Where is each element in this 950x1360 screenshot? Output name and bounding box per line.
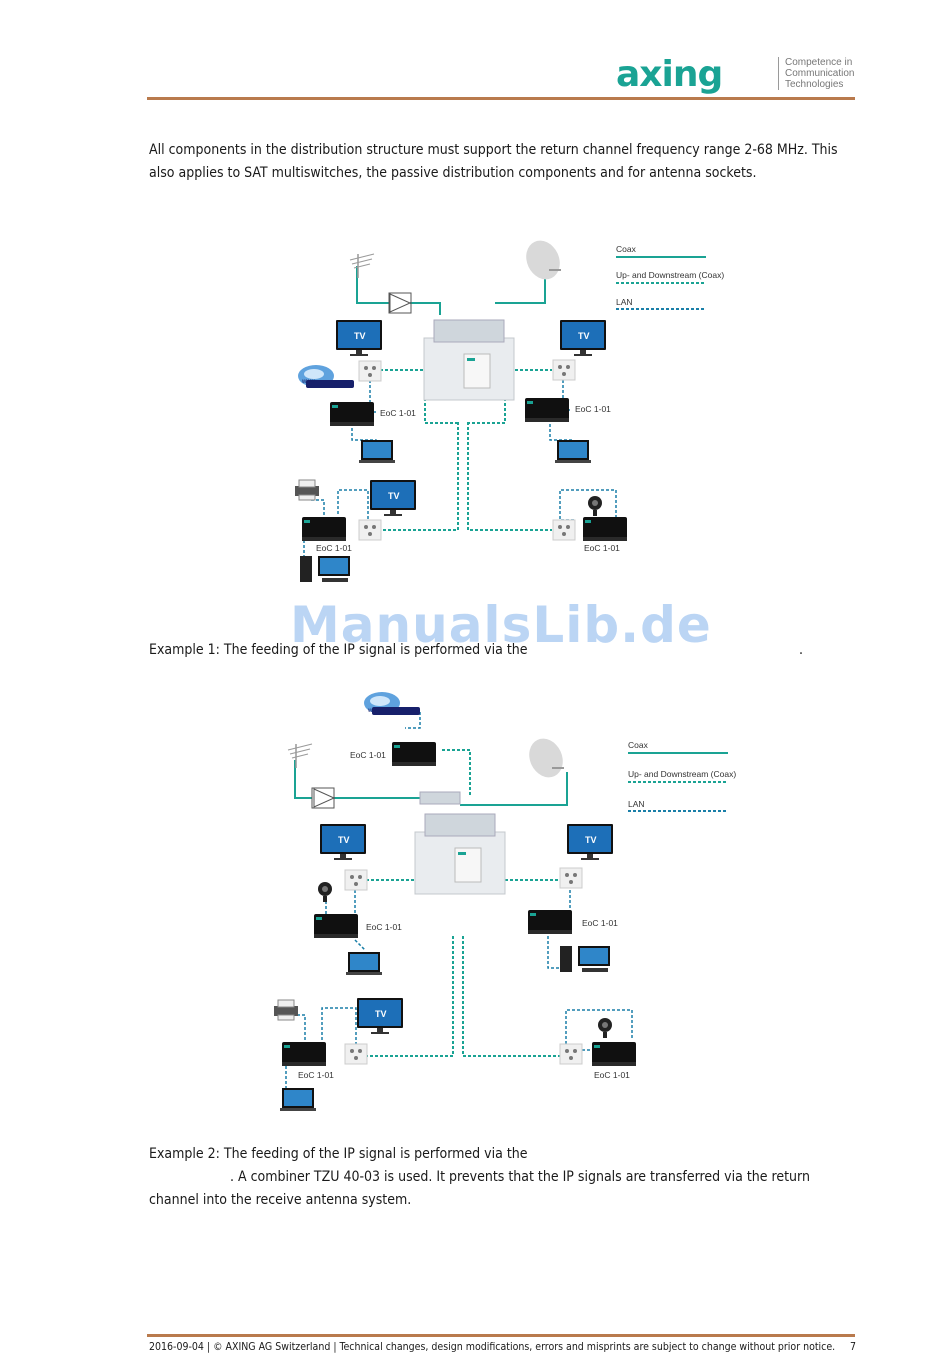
tagline-line-3: Technologies [785, 79, 844, 90]
legend-updown-label: Up- and Downstream (Coax) [628, 769, 736, 779]
legend-updown-label: Up- and Downstream (Coax) [616, 270, 724, 280]
logo-text: axing [616, 56, 722, 95]
footer-text: 2016-09-04 | © AXING AG Switzerland | Te… [149, 1341, 836, 1353]
eoc-label: EoC 1-01 [584, 543, 620, 553]
example-2-caption-line-2: . A combiner TZU 40-03 is used. It preve… [230, 1169, 810, 1185]
www-label: www [301, 379, 316, 385]
legend-1: Coax Up- and Downstream (Coax) LAN [616, 244, 724, 310]
legend-lan-label: LAN [628, 799, 645, 809]
tv-label: TV [585, 835, 597, 845]
example-2-caption-line-1: Example 2: The feeding of the IP signal … [149, 1146, 528, 1162]
intro-paragraph: All components in the distribution struc… [149, 142, 838, 181]
tv-label: TV [578, 331, 590, 341]
example-2-caption-line-3: channel into the receive antenna system. [149, 1192, 412, 1208]
eoc-label: EoC 1-01 [575, 404, 611, 414]
tv-label: TV [388, 491, 400, 501]
watermark: ManualsLib.de [290, 596, 712, 654]
tv-label: TV [375, 1009, 387, 1019]
tagline-line-2: Communication [785, 68, 855, 79]
tv-label: TV [354, 331, 366, 341]
logo-tagline: Competence in Communication Technologies [778, 57, 865, 90]
eoc-label: EoC 1-01 [380, 408, 416, 418]
axing-logo: axing [616, 56, 723, 95]
eoc-label: EoC 1-01 [366, 922, 402, 932]
eoc-label: EoC 1-01 [582, 918, 618, 928]
page-number: 7 [850, 1341, 857, 1353]
www-label: www [367, 708, 382, 714]
tagline-line-1: Competence in [785, 57, 853, 68]
eoc-label: EoC 1-01 [594, 1070, 630, 1080]
example-1-caption: Example 1: The feeding of the IP signal … [149, 642, 528, 658]
diagram-example-1: Coax Up- and Downstream (Coax) LAN [294, 234, 724, 582]
diagram-example-2: Coax Up- and Downstream (Coax) LAN [273, 692, 736, 1111]
legend-coax-label: Coax [628, 740, 649, 750]
legend-2: Coax Up- and Downstream (Coax) LAN [628, 740, 736, 812]
tv-label: TV [338, 835, 350, 845]
legend-lan-label: LAN [616, 297, 633, 307]
eoc-label: EoC 1-01 [316, 543, 352, 553]
eoc-label: EoC 1-01 [350, 750, 386, 760]
legend-coax-label: Coax [616, 244, 637, 254]
footer-rule [147, 1334, 855, 1337]
example-1-period: . [799, 642, 803, 658]
header-rule [147, 97, 855, 100]
eoc-label: EoC 1-01 [298, 1070, 334, 1080]
